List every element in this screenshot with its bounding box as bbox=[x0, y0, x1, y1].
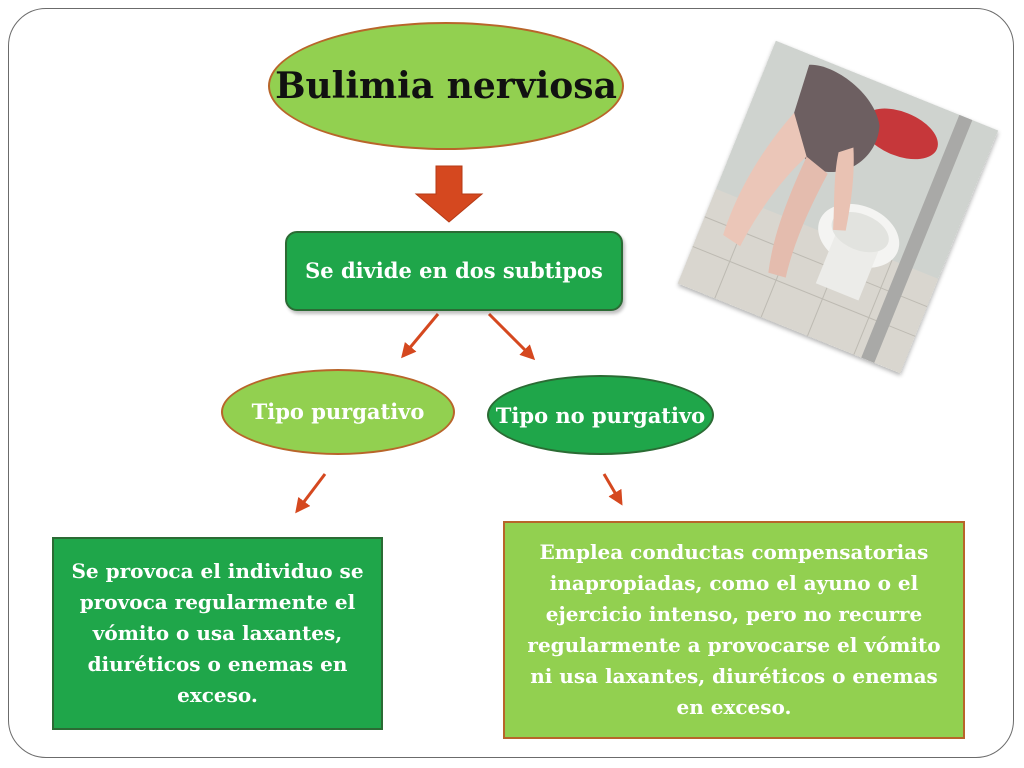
arrow-to-no-purgativo-desc-icon bbox=[602, 473, 623, 506]
arrow-to-purgativo-icon bbox=[401, 313, 440, 359]
purgativo-node: Tipo purgativo bbox=[221, 369, 455, 455]
arrow-to-no-purgativo-icon bbox=[487, 312, 536, 361]
no-purgativo-node: Tipo no purgativo bbox=[487, 375, 714, 455]
purgativo-description-text: Se provoca el individuo se provoca regul… bbox=[71, 559, 364, 707]
purgativo-text: Tipo purgativo bbox=[251, 399, 425, 424]
down-arrow-icon bbox=[414, 165, 484, 223]
title-text: Bulimia nerviosa bbox=[275, 65, 617, 107]
photo-illustration bbox=[677, 40, 999, 374]
purgativo-description-box: Se provoca el individuo se provoca regul… bbox=[52, 537, 383, 730]
no-purgativo-text: Tipo no purgativo bbox=[495, 402, 706, 428]
no-purgativo-description-box: Emplea conductas compensatorias inapropi… bbox=[503, 521, 965, 739]
arrow-to-purgativo-desc-icon bbox=[295, 473, 327, 514]
subtypes-node: Se divide en dos subtipos bbox=[285, 231, 623, 311]
no-purgativo-description-text: Emplea conductas compensatorias inapropi… bbox=[527, 540, 941, 719]
bathroom-photo bbox=[677, 40, 999, 374]
title-node: Bulimia nerviosa bbox=[268, 22, 624, 150]
subtypes-text: Se divide en dos subtipos bbox=[305, 258, 603, 283]
